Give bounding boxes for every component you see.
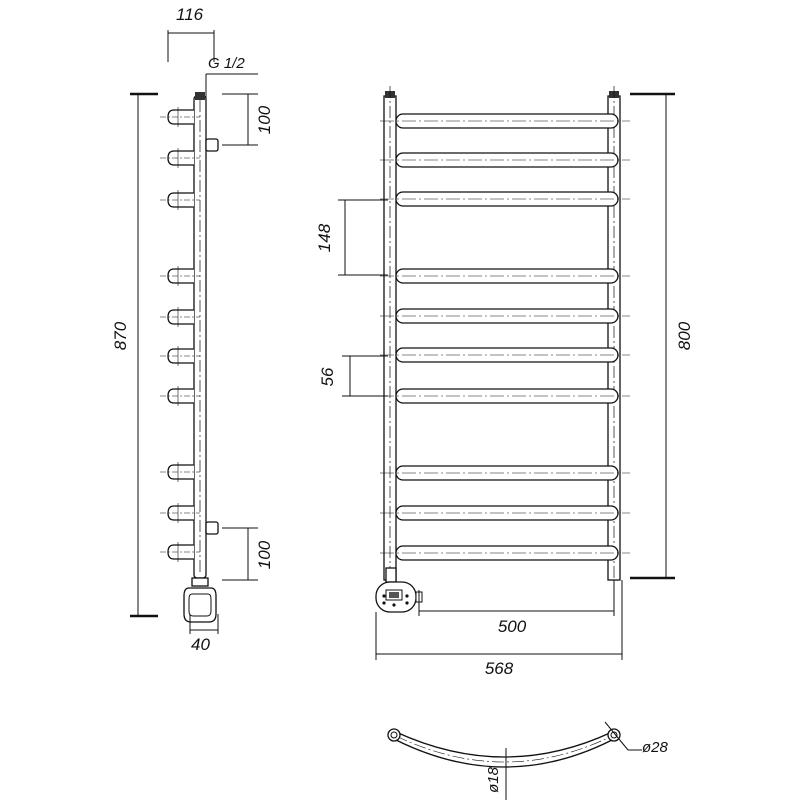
dim-bottom-connection: [222, 527, 258, 581]
curved-rung: [395, 731, 613, 768]
bottom-connector: [205, 521, 219, 535]
label-rung-pitch-small: 56: [318, 367, 337, 386]
label-bottom-connection: 100: [255, 540, 274, 569]
label-rail-height: 800: [675, 321, 694, 350]
front-heater-unit: [375, 567, 423, 613]
label-rail-diameter: ø28: [642, 739, 669, 756]
label-top-connection: 100: [255, 105, 274, 134]
left-rail: [383, 86, 397, 600]
dim-total-width: [375, 580, 623, 660]
label-thread: G 1/2: [208, 55, 245, 72]
thread-leader: [205, 73, 258, 100]
dim-rung-pitch-large: [338, 199, 388, 276]
label-total-width: 568: [485, 659, 514, 678]
dim-rail-height: [630, 92, 675, 580]
label-total-height: 870: [111, 321, 130, 350]
dim-heater-width: [189, 614, 219, 634]
dim-total-height: [130, 92, 158, 618]
dim-depth: [167, 30, 215, 62]
label-center-distance: 500: [498, 617, 527, 636]
side-view: [130, 30, 258, 634]
label-rung-pitch-large: 148: [315, 223, 334, 252]
left-rail-section: [387, 728, 401, 742]
leader-rail-diameter: [604, 721, 642, 751]
top-view: [387, 721, 642, 800]
front-rungs: [380, 113, 630, 561]
side-rungs: [160, 107, 200, 562]
front-view: [338, 86, 675, 660]
label-depth: 116: [176, 5, 204, 24]
right-rail-section: [607, 728, 621, 742]
label-rung-diameter: ø18: [485, 766, 502, 793]
dim-top-connection: [222, 93, 258, 146]
dim-rung-pitch-small: [342, 355, 388, 397]
dim-center-distance: [418, 580, 615, 616]
label-heater-width: 40: [191, 635, 210, 654]
top-connector: [205, 138, 219, 152]
side-collector-pipe: [193, 92, 207, 579]
side-heater-unit: [183, 577, 217, 623]
